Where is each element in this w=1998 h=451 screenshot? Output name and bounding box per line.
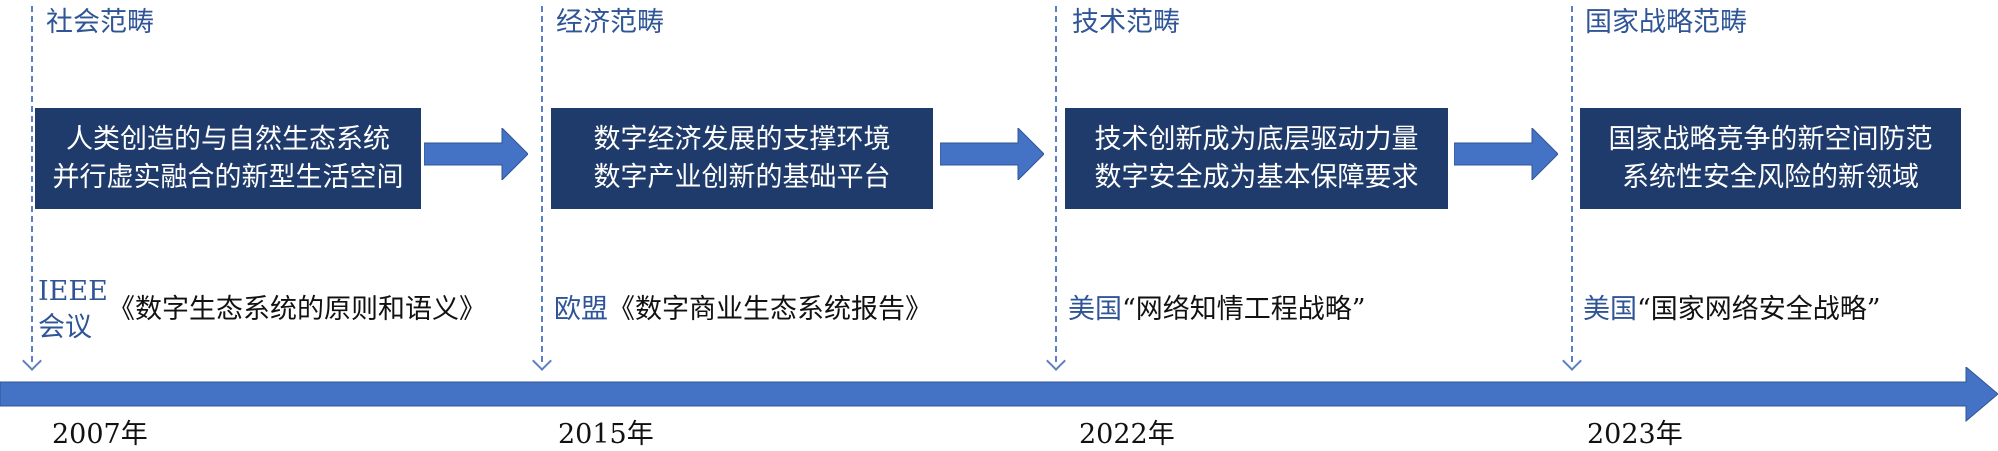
definition-box-economic: 数字经济发展的支撑环境 数字产业创新的基础平台: [551, 108, 933, 209]
definition-line-1: 技术创新成为底层驱动力量: [1094, 123, 1419, 155]
doc-actor: 美国: [1583, 294, 1637, 325]
definition-box-national-strategy: 国家战略竞争的新空间防范 系统性安全风险的新领域: [1580, 108, 1961, 209]
era-heading-technical: 技术范畴: [1072, 7, 1180, 38]
year-label-2022: 2022年: [1079, 419, 1175, 450]
doc-title: 《数字商业生态系统报告》: [608, 294, 932, 325]
doc-actor: 美国: [1068, 294, 1122, 325]
era-heading-national-strategy: 国家战略范畴: [1585, 7, 1747, 38]
doc-reference-2022: 美国“网络知情工程战略”: [1068, 292, 1366, 328]
definition-line-2: 系统性安全风险的新领域: [1622, 161, 1919, 193]
transition-arrow-1: [424, 128, 528, 180]
era-marker-line-2: [541, 6, 543, 362]
timeline-arrow: [0, 367, 1998, 423]
definition-line-1: 数字经济发展的支撑环境: [593, 123, 891, 155]
year-label-2015: 2015年: [558, 419, 654, 450]
doc-actor-line-1: IEEE: [38, 276, 108, 307]
doc-title: “网络知情工程战略”: [1122, 294, 1366, 325]
era-marker-line-4: [1571, 6, 1573, 362]
definition-line-1: 国家战略竞争的新空间防范: [1608, 123, 1933, 155]
definition-line-1: 人类创造的与自然生态系统: [66, 123, 390, 155]
era-marker-line-1: [31, 6, 33, 362]
transition-arrow-3: [1454, 128, 1558, 180]
year-label-2007: 2007年: [52, 419, 148, 450]
definition-line-2: 并行虚实融合的新型生活空间: [52, 161, 404, 193]
doc-actor-ieee: IEEE 会议: [38, 274, 108, 346]
transition-arrow-2: [940, 128, 1044, 180]
era-heading-economic: 经济范畴: [556, 7, 664, 38]
doc-title: “国家网络安全战略”: [1637, 294, 1881, 325]
doc-reference-2023: 美国“国家网络安全战略”: [1583, 292, 1881, 328]
doc-title-2007: 《数字生态系统的原则和语义》: [108, 294, 486, 325]
doc-reference-2015: 欧盟《数字商业生态系统报告》: [554, 292, 932, 328]
year-label-2023: 2023年: [1587, 419, 1683, 450]
definition-box-social: 人类创造的与自然生态系统 并行虚实融合的新型生活空间: [35, 108, 421, 209]
definition-line-2: 数字安全成为基本保障要求: [1094, 161, 1419, 193]
definition-line-2: 数字产业创新的基础平台: [593, 161, 891, 193]
era-heading-social: 社会范畴: [46, 7, 154, 38]
era-marker-line-3: [1055, 6, 1057, 362]
doc-actor-line-2: 会议: [38, 312, 92, 343]
definition-box-technical: 技术创新成为底层驱动力量 数字安全成为基本保障要求: [1065, 108, 1448, 209]
doc-actor: 欧盟: [554, 294, 608, 325]
